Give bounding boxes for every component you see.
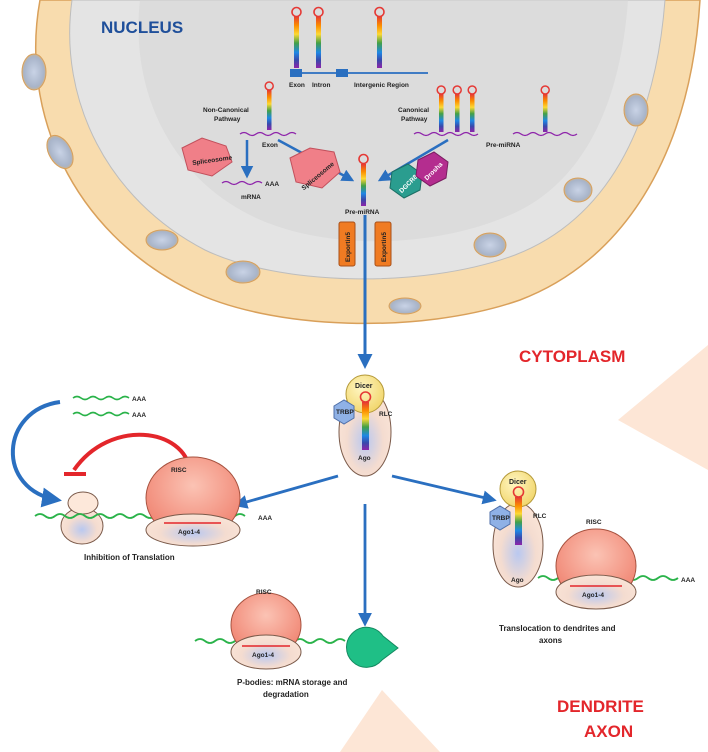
label-ago14-left: Ago1-4: [178, 529, 200, 536]
exon-block-2: [336, 69, 348, 77]
label-canonical-1: Canonical: [398, 107, 429, 114]
rna-canonical-1: [413, 131, 479, 137]
region-title-axon: AXON: [584, 722, 633, 741]
rna-canonical-2: [512, 131, 578, 137]
label-trbp-center: TRBP: [336, 409, 354, 416]
label-canonical-2: Pathway: [401, 116, 428, 123]
bg-triangle-bottom: [340, 690, 440, 752]
label-noncanonical-2: Pathway: [214, 116, 241, 123]
label-mrna: mRNA: [241, 194, 261, 201]
label-trbp-right: TRBP: [492, 515, 510, 522]
background-shapes: [340, 345, 708, 752]
label-intron: Intron: [312, 82, 330, 89]
exportin5-channel: Exportin5 Exportin5: [338, 221, 392, 267]
exon-block-1: [290, 69, 302, 77]
label-exportin5-right: Exportin5: [381, 232, 388, 262]
nuclear-envelope: [21, 0, 701, 325]
pore: [623, 93, 649, 127]
trbp-right: [489, 505, 511, 531]
caption-translocation-1: Translocation to dendrites and: [499, 624, 616, 633]
region-title-nucleus: NUCLEUS: [101, 18, 183, 37]
label-noncanonical-1: Non-Canonical: [203, 107, 249, 114]
label-rlc-right: RLC: [533, 513, 547, 520]
label-aaa-top-1: AAA: [132, 396, 146, 403]
pore: [46, 134, 74, 170]
caption-inhibition: Inhibition of Translation: [84, 553, 175, 562]
hairpin-canonical-1: [436, 85, 446, 132]
arrow-to-translocation: [391, 474, 497, 505]
hairpin-canonical-3: [467, 85, 477, 132]
label-aaa-right: AAA: [681, 577, 695, 584]
label-pre-mirna-center: Pre-miRNA: [345, 209, 380, 216]
risc-pbody-base: [230, 634, 302, 670]
label-risc-pbody: RISC: [256, 589, 272, 596]
risc-right-base: [555, 574, 637, 610]
caption-translocation-2: axons: [539, 636, 563, 645]
nucleus-shadow: [138, 0, 628, 242]
spliceosome-center: Spliceosome: [289, 147, 341, 192]
caption-pbodies-1: P-bodies: mRNA storage and: [237, 678, 347, 687]
nuclear-pores: [21, 53, 649, 315]
pre-mirna-center: Pre-miRNA: [345, 153, 380, 216]
hairpin-intergenic: [374, 6, 385, 68]
hairpin-exon: [291, 6, 302, 68]
pore: [563, 177, 593, 203]
pore: [388, 297, 422, 315]
label-dicer-center: Dicer: [355, 383, 373, 390]
trbp-center: [333, 399, 355, 425]
exportin5-left: [338, 221, 356, 267]
label-ago-center: Ago: [358, 455, 371, 462]
label-rlc-center: RLC: [379, 411, 393, 418]
drosha-complex: Drosha: [415, 151, 449, 187]
pore: [21, 53, 47, 91]
label-intergenic: Intergenic Region: [354, 82, 409, 89]
mrna-strand: [221, 180, 263, 186]
label-ago-right: Ago: [511, 577, 524, 584]
ribosome-large: [67, 491, 99, 515]
spliceosome-left: Spliceosome: [181, 137, 233, 177]
label-ago14-right: Ago1-4: [582, 592, 604, 599]
pore: [145, 229, 179, 251]
rna-noncanonical: [239, 131, 297, 137]
label-aaa-mrna: AAA: [265, 181, 279, 188]
hairpin-canonical-2: [452, 85, 462, 132]
pore: [225, 260, 261, 284]
dgcr8-complex: DGCR8: [389, 163, 423, 199]
region-title-cytoplasm: CYTOPLASM: [519, 347, 625, 366]
exportin5-right: [374, 221, 392, 267]
label-aaa-top-2: AAA: [132, 412, 146, 419]
caption-pbodies-2: degradation: [263, 690, 309, 699]
risc-left-base: [145, 513, 241, 547]
label-exon-noncanonical: Exon: [262, 142, 278, 149]
label-ago14-pbody: Ago1-4: [252, 652, 274, 659]
rlc-complex-center: Dicer TRBP RLC Ago: [333, 374, 393, 477]
inhibition-block: AAA AAA AAA RISC Ago1-4 Inhibition of Tr…: [10, 395, 272, 562]
label-risc-right: RISC: [586, 519, 602, 526]
mrna-top-1: [72, 395, 130, 401]
pacman-exonuclease: [346, 626, 399, 668]
bg-triangle-right: [618, 345, 708, 470]
label-risc-left: RISC: [171, 467, 187, 474]
arrow-to-inhibition: [233, 474, 339, 509]
hairpin-noncanonical: [264, 81, 274, 130]
genome-line: Exon Intron Intergenic Region: [289, 6, 428, 89]
label-pre-mirna-right: Pre-miRNA: [486, 142, 521, 149]
label-dicer-right: Dicer: [509, 479, 527, 486]
translocation-block: Dicer TRBP RLC Ago RISC Ago1-4 AAA Trans…: [489, 470, 695, 645]
hairpin-canonical-4: [540, 85, 550, 132]
hairpin-intron: [313, 6, 324, 68]
mrna-top-2: [72, 411, 130, 417]
pore: [473, 232, 507, 258]
pbodies-block: RISC Ago1-4 AAA P-bodies: mRNA storage a…: [194, 589, 399, 699]
label-exportin5-left: Exportin5: [345, 232, 352, 262]
label-exon: Exon: [289, 82, 305, 89]
region-title-dendrite: DENDRITE: [557, 697, 644, 716]
label-aaa-main-left: AAA: [258, 515, 272, 522]
feedback-arrow-blue: [10, 400, 62, 508]
